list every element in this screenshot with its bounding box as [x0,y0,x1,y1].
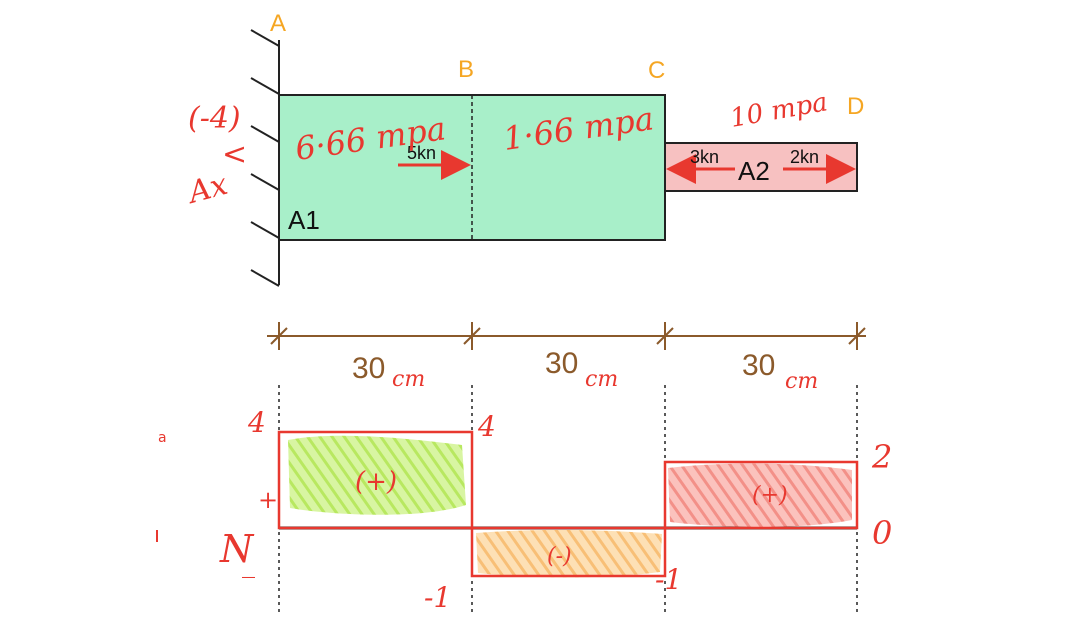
point-b-label: B [458,56,474,83]
n-axis-minus: _ [242,549,255,579]
stray-mark-a: a [158,430,167,446]
stress-cd-annotation: 10 mpa [728,87,830,134]
wall-support [250,29,280,287]
n-value-end: 0 [872,514,892,552]
n-segment-cd-sign: (+) [752,483,788,508]
dimension-ab-value: 30 [352,352,385,385]
section-a1-label: A1 [288,205,320,235]
n-segment-cd [663,460,859,530]
dimension-bc-value: 30 [545,347,578,380]
section-a2-label: A2 [738,156,770,186]
dimension-cd-unit: cm [785,369,818,394]
n-segment-ab [277,430,474,530]
load-c-label: 3kn [690,147,719,167]
reaction-label: Ax [182,167,231,212]
n-axis-label: N [219,527,255,571]
dimension-bc-unit: cm [585,367,618,392]
n-segment-ab-sign: (+) [355,467,397,497]
n-value-bc-right: -1 [655,563,682,596]
n-value-bc-left: -1 [424,581,451,614]
section-a2 [664,142,858,192]
point-a-label: A [270,10,286,37]
n-value-ab-left: 4 [247,406,266,439]
dimension-cd-value: 30 [742,349,775,382]
load-b-label: 5kn [407,143,436,163]
n-axis-plus: + [258,486,278,514]
dimension-line [267,322,866,350]
reaction-value: (-4) [188,101,241,136]
n-value-ab-right: 4 [477,410,496,443]
point-c-label: C [648,57,665,84]
n-segment-bc [470,526,667,578]
load-d-label: 2kn [790,147,819,167]
n-segment-bc-sign: (-) [547,544,572,569]
point-d-label: D [847,93,864,120]
n-value-cd-right: 2 [871,438,892,476]
reaction-arrow: < [222,137,247,172]
dimension-ab-unit: cm [392,367,425,392]
